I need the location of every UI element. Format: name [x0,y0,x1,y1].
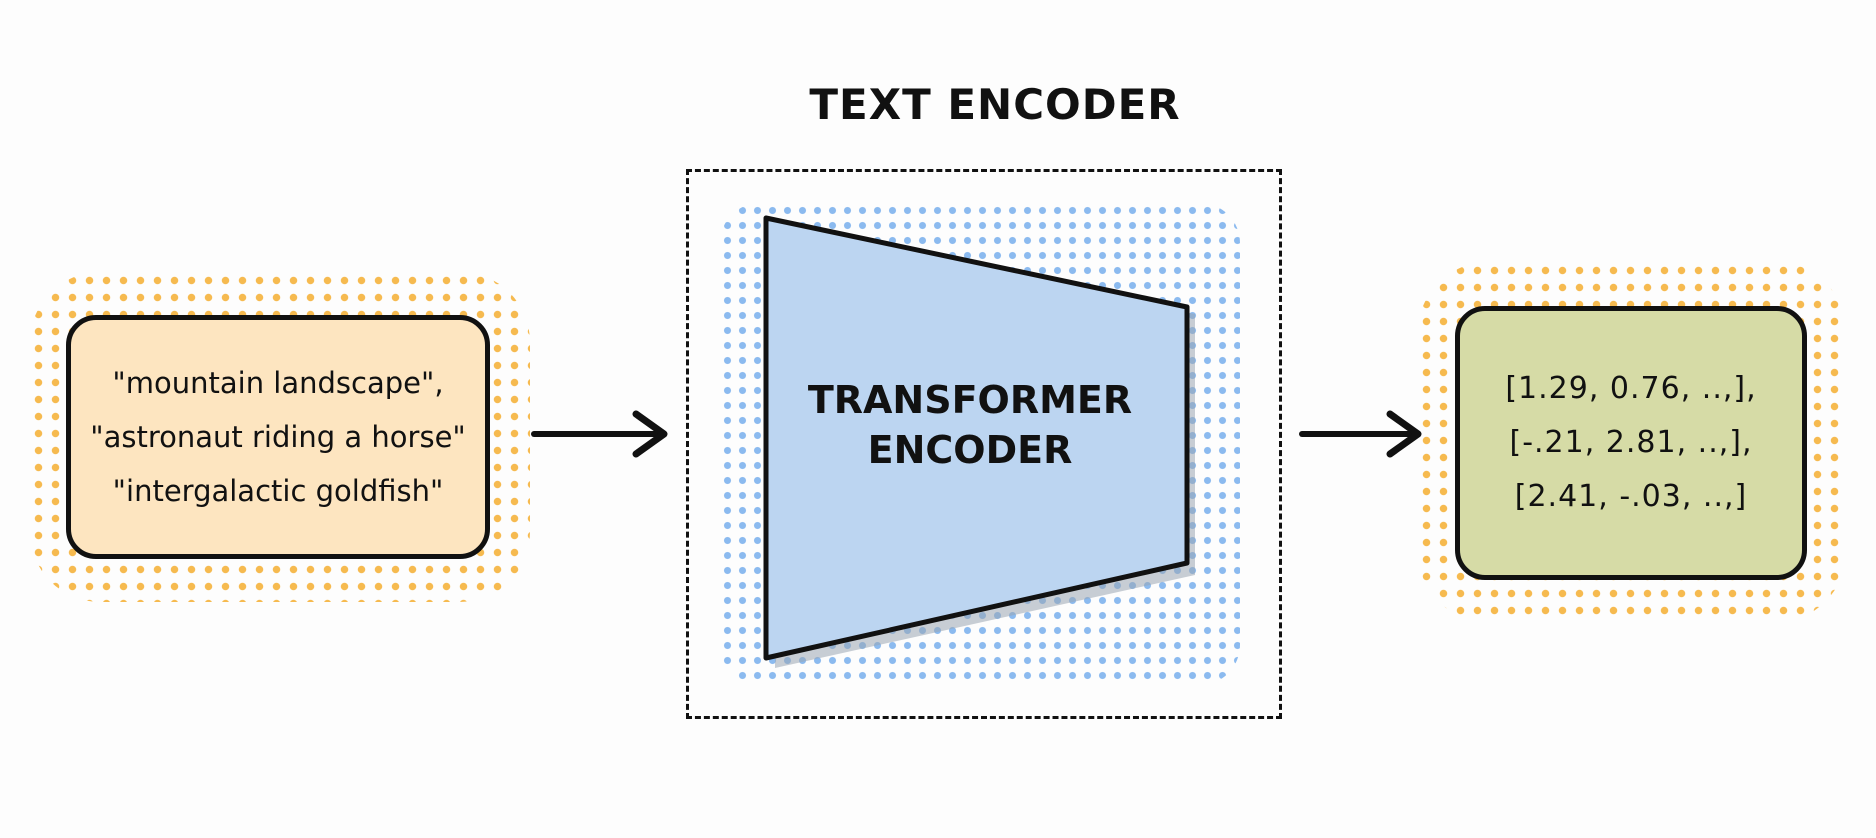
input-arrow-icon [531,410,668,458]
output-vector-line: [-.21, 2.81, ..,], [1509,425,1753,460]
transformer-encoder-label: TRANSFORMER ENCODER [790,375,1150,475]
output-arrow-icon [1299,410,1422,458]
encoder-dashed-frame [686,169,1282,719]
transformer-label-line: TRANSFORMER [807,378,1133,422]
transformer-trapezoid [763,215,1190,661]
output-vector-box: [1.29, 0.76, ..,], [-.21, 2.81, ..,], [2… [1455,306,1807,580]
input-line: "astronaut riding a horse" [90,420,466,454]
input-line: "mountain landscape", [112,366,444,400]
encoder-label-line: ENCODER [867,428,1073,472]
diagram-title: TEXT ENCODER [809,80,1181,129]
output-vector-line: [2.41, -.03, ..,] [1514,479,1748,514]
input-text-box: "mountain landscape", "astronaut riding … [66,315,490,559]
input-line: "intergalactic goldfish" [112,474,444,508]
output-vector-line: [1.29, 0.76, ..,], [1505,371,1757,406]
